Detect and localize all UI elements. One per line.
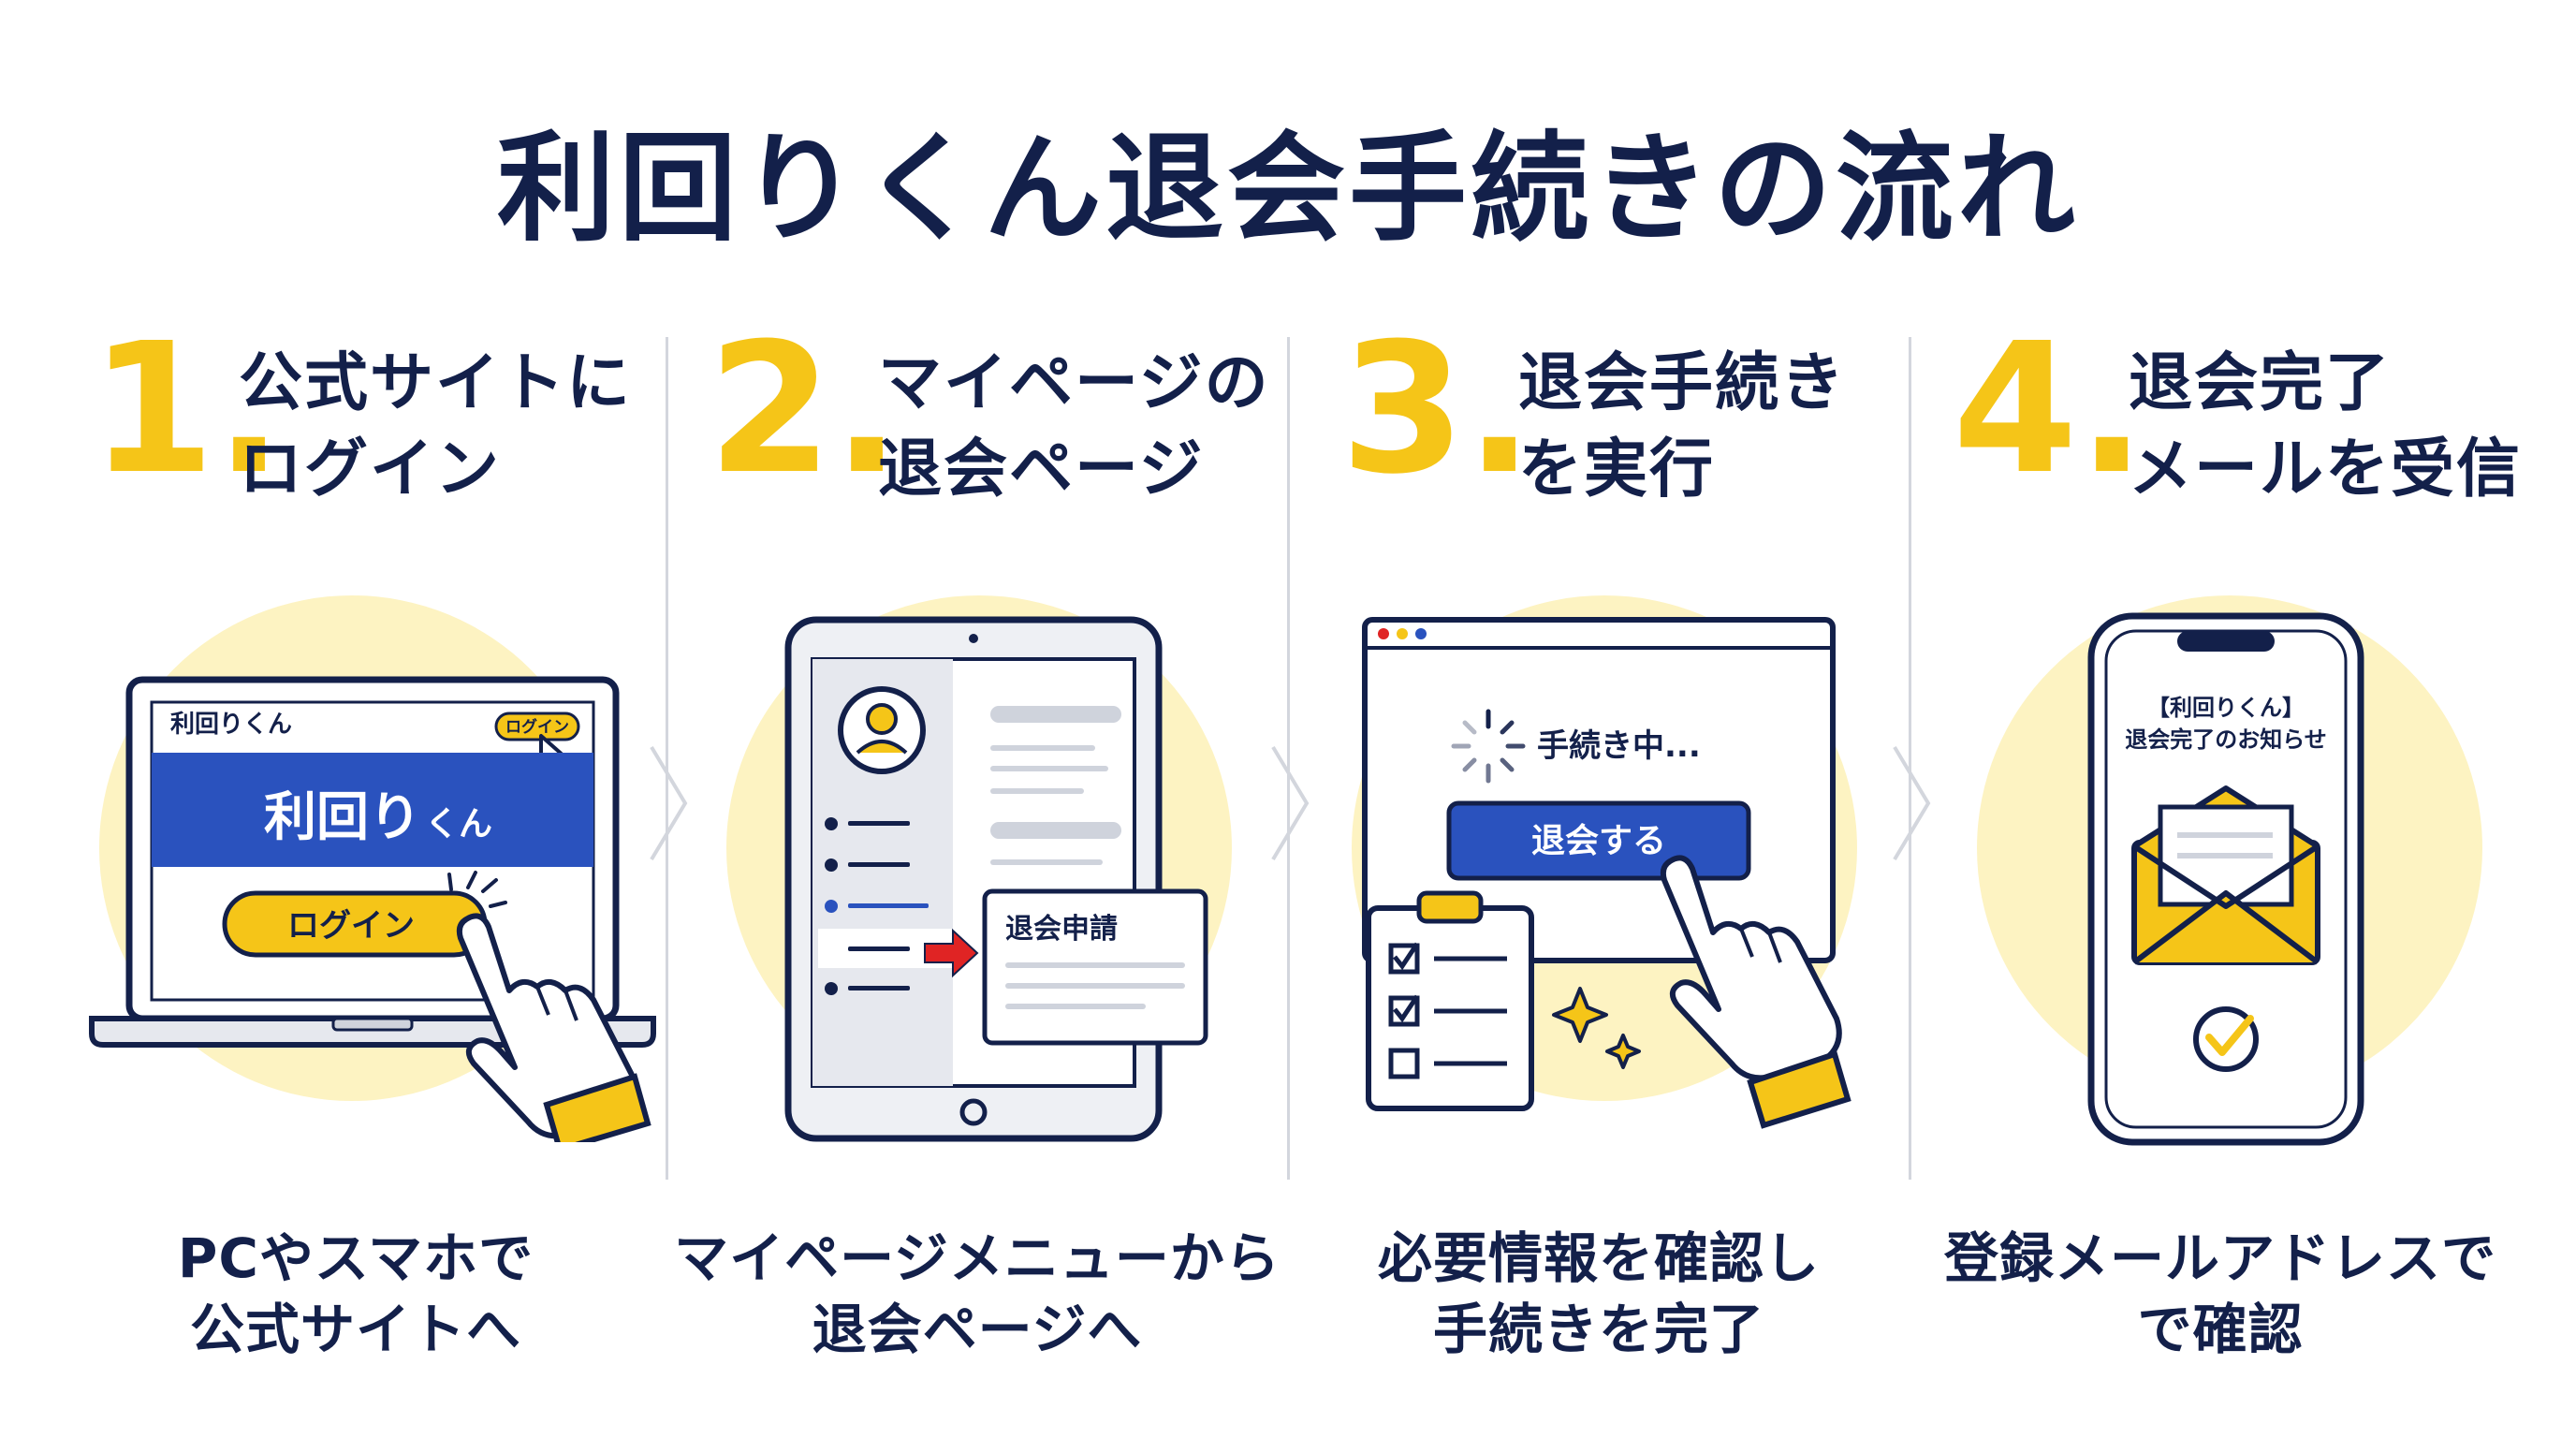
step-title: 公式サイトに ログイン [239, 341, 632, 513]
step-title-line: 退会手続き [1518, 346, 1847, 420]
click-burst-icon [447, 871, 507, 908]
step-title: 退会完了 メールを受信 [2129, 341, 2522, 513]
step-description: PCやスマホで 公式サイトへ [47, 1223, 665, 1365]
step-description: マイページメニューから 退会ページへ [668, 1223, 1286, 1365]
laptop-illustration: 利回りくん ログイン 利回りくん ログイン [89, 676, 656, 1142]
envelope-icon [2131, 785, 2320, 965]
clipboard-checklist-icon [1366, 890, 1534, 1111]
chevron-right-icon [1893, 745, 1931, 861]
step-description: 必要情報を確認し 手続きを完了 [1290, 1223, 1908, 1365]
step-number: 4. [1953, 305, 2146, 514]
divider-2 [1287, 337, 1290, 1180]
login-small-label: ログイン [505, 717, 569, 737]
page-title: 利回りくん退会手続きの流れ [497, 120, 2079, 257]
red-arrow-icon [924, 928, 979, 978]
banner-logo: 利回りくん [264, 787, 492, 848]
sparkle-icon [1552, 987, 1641, 1069]
step-title-line: 公式サイトに [239, 346, 633, 420]
withdraw-button[interactable]: 退会する [1446, 800, 1751, 881]
login-small-button[interactable]: ログイン [494, 712, 580, 741]
tablet-icon [784, 616, 1163, 1142]
step-title-line: 退会完了 [2129, 346, 2392, 420]
desc-line: 公式サイトへ [189, 1298, 521, 1361]
site-name-small: 利回りくん [170, 711, 292, 739]
site-banner [152, 753, 593, 867]
spinner-icon [1451, 709, 1526, 784]
step-title: 退会手続き を実行 [1518, 341, 1846, 513]
step-title-line: 退会ページ [878, 433, 1205, 506]
chevron-right-icon [650, 745, 688, 861]
browser-illustration: 手続き中... 退会する [1362, 617, 1852, 1129]
login-button[interactable]: ログイン [222, 890, 488, 958]
desc-line: 手続きを完了 [1432, 1298, 1764, 1361]
step-title-line: メールを受信 [2129, 433, 2523, 506]
step-title-line: ログイン [239, 433, 502, 506]
step-1: 1. 公式サイトに ログイン 利回りくん ログイン 利回りくん ログイン [47, 0, 665, 1438]
pointing-hand-icon [456, 913, 651, 1142]
login-button-label: ログイン [287, 907, 415, 945]
desc-line: で確認 [2137, 1298, 2304, 1361]
notice-line-1: 【利回りくん】 [2147, 695, 2305, 721]
desc-line: 必要情報を確認し [1377, 1226, 1820, 1290]
desc-line: マイページメニューから [674, 1226, 1281, 1290]
chevron-right-icon [1271, 745, 1310, 861]
step-4: 4. 退会完了 メールを受信 【利回りくん】 退会完了のお知らせ [1911, 0, 2529, 1438]
notice-line-2: 退会完了のお知らせ [2125, 726, 2327, 753]
step-title: マイページの 退会ページ [878, 341, 1270, 513]
step-number: 1. [90, 305, 284, 514]
check-circle-icon [2193, 1006, 2259, 1072]
divider-3 [1909, 337, 1911, 1180]
avatar-icon [838, 686, 926, 774]
step-description: 登録メールアドレスで で確認 [1911, 1223, 2529, 1365]
withdraw-request-popup[interactable]: 退会申請 [982, 888, 1208, 1046]
desc-line: 退会ページへ [812, 1298, 1143, 1361]
step-number: 2. [708, 305, 901, 514]
step-number: 3. [1340, 305, 1534, 514]
step-title-line: マイページの [878, 346, 1270, 420]
desc-line: PCやスマホで [177, 1226, 534, 1290]
step-title-line: を実行 [1518, 433, 1716, 506]
pointing-hand-icon [1660, 855, 1852, 1129]
divider-1 [666, 337, 668, 1180]
desc-line: 登録メールアドレスで [1943, 1226, 2496, 1290]
content-placeholder [990, 706, 1121, 865]
processing-text: 手続き中... [1537, 727, 1701, 765]
popup-label: 退会申請 [1005, 913, 1118, 946]
smartphone-illustration: 【利回りくん】 退会完了のお知らせ [2087, 612, 2364, 1146]
withdraw-button-label: 退会する [1531, 822, 1666, 860]
step-2: 2. マイページの 退会ページ [668, 0, 1286, 1438]
tablet-illustration: 退会申請 [784, 616, 1208, 1142]
step-3: 3. 退会手続き を実行 手続き [1290, 0, 1908, 1438]
